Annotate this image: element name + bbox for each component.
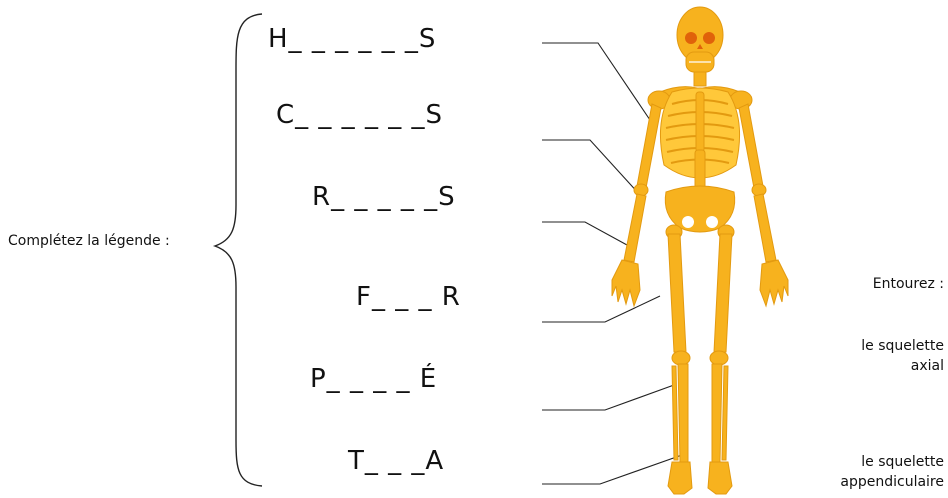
left-eye-socket (685, 32, 697, 44)
label-cubitus: C_ _ _ _ _ _S (276, 100, 443, 130)
option-axial-line1[interactable]: le squelette (861, 336, 944, 356)
sternum (696, 92, 704, 152)
label-radius: R_ _ _ _ _S (312, 182, 456, 212)
left-forearm (624, 194, 646, 262)
right-forearm (754, 194, 776, 262)
instruction-text: Complétez la légende : (8, 233, 170, 249)
right-tibia (712, 364, 722, 462)
spine (695, 150, 705, 190)
left-fibula (672, 366, 678, 460)
right-humerus (739, 104, 763, 188)
leader-line-humerus (542, 43, 650, 120)
right-foot (708, 462, 732, 494)
label-tibia: T_ _ _A (348, 446, 444, 476)
leader-line-radius (542, 222, 627, 245)
leader-line-perone (542, 385, 674, 410)
right-eye-socket (703, 32, 715, 44)
label-humerus: H_ _ _ _ _ _S (268, 24, 436, 54)
left-foot (668, 462, 692, 494)
left-tibia (678, 364, 688, 462)
left-brace (215, 14, 262, 486)
label-perone: P_ _ _ _ É (310, 364, 437, 394)
entourez-heading: Entourez : (873, 274, 944, 294)
right-hand (760, 260, 788, 306)
option-appendiculaire-line1[interactable]: le squelette (861, 452, 944, 472)
leader-line-cubitus (542, 140, 640, 195)
leader-line-femur (542, 296, 660, 322)
leader-line-tibia (542, 455, 682, 484)
right-fibula (722, 366, 728, 460)
option-axial-line2[interactable]: axial (911, 356, 944, 376)
right-femur (714, 234, 732, 352)
left-femur (668, 234, 686, 352)
skeleton-illustration (612, 7, 788, 494)
left-humerus (637, 104, 661, 188)
label-femur: F_ _ _ R (356, 282, 461, 312)
left-hand (612, 260, 640, 306)
option-appendiculaire-line2[interactable]: appendiculaire (840, 472, 944, 492)
